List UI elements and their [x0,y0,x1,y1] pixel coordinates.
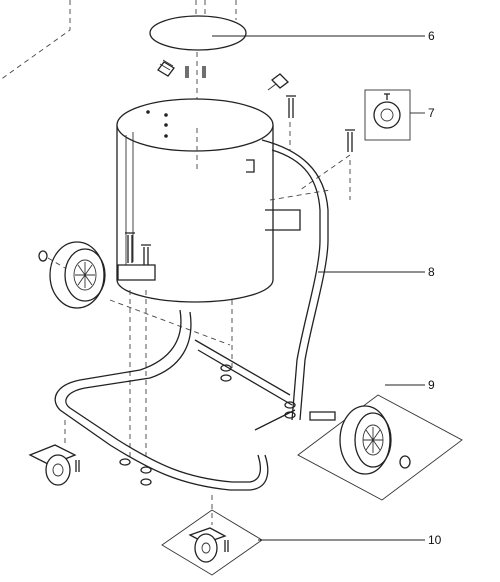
bottom-caster-detail [161,495,263,576]
left-caster [28,420,80,486]
leader-lines [212,35,425,541]
callout-label-10: 10 [428,533,442,547]
left-wheel [38,241,231,346]
callout-label-6: 6 [428,29,435,43]
callout-label-7: 7 [428,106,435,120]
handle-frame [261,139,331,421]
dashed-guide-top-left [0,0,71,81]
fitting-detail [299,89,411,200]
lid-part [149,0,247,51]
callout-label-9: 9 [428,378,435,392]
right-wheel-detail [297,394,463,501]
base-frame [54,309,336,491]
top-fittings [157,52,296,150]
callout-label-8: 8 [428,265,435,279]
drum-body [116,98,274,303]
bracket-bolts [117,232,233,460]
